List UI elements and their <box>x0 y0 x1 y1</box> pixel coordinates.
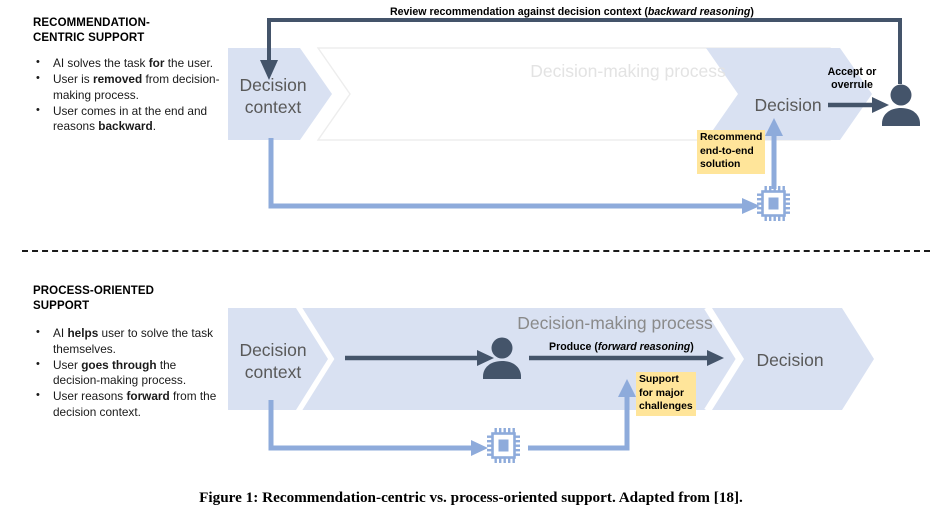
panel-top-diagram: Decision context Decision-making process… <box>228 18 920 221</box>
bullet-text: User reasons <box>53 389 127 404</box>
chevron-decision-context-bottom <box>228 308 328 410</box>
produce-forward-reasoning-label: Produce (forward reasoning) <box>549 341 694 353</box>
context-to-user-arrow-head <box>477 350 494 366</box>
produce-arrow-head <box>707 350 724 366</box>
bullet-item: User reasons forward from the decision c… <box>30 388 225 420</box>
chevron-decision-context-bottom-line1: Decision <box>239 340 306 360</box>
accept-overrule-arrow-head <box>872 97 889 113</box>
panel-bottom-heading-line2: SUPPORT <box>33 300 90 312</box>
panel-bottom-heading: PROCESS-ORIENTED SUPPORT <box>33 284 223 314</box>
bullet-text: User <box>53 357 82 372</box>
accept-overrule-label: Accept or overrule <box>820 66 884 92</box>
chevron-decision-bottom-label: Decision <box>756 350 823 370</box>
bullet-item: User goes through the decision-making pr… <box>30 357 225 389</box>
person-icon-bottom <box>483 337 521 379</box>
bullet-text: from decision-making process. <box>53 72 220 102</box>
chevron-decision-context-top-line1: Decision <box>239 75 306 95</box>
chevron-separator-1 <box>298 306 335 412</box>
ai-support-arrow-path-bottom <box>528 393 630 451</box>
bullet-text: AI solves the task <box>53 56 149 70</box>
backward-reasoning-arrow-head <box>260 60 278 80</box>
panel-top-bullet-list: AI solves the task for the user.User is … <box>30 55 220 135</box>
bullet-emphasis: forward <box>126 389 170 404</box>
figure-caption: Figure 1: Recommendation-centric vs. pro… <box>199 489 743 506</box>
bullet-text: the user. <box>164 56 213 70</box>
panel-top-heading-line1: RECOMMENDATION- <box>33 17 150 29</box>
bullet-text: AI <box>53 326 68 340</box>
backward-reasoning-label: Review recommendation against decision c… <box>390 6 754 18</box>
panel-bottom-bullet-list: AI helps user to solve the task themselv… <box>30 325 225 421</box>
bullet-text: User comes in at the end and reasons <box>53 103 208 134</box>
bullet-emphasis: goes through <box>81 357 157 372</box>
bullet-emphasis: for <box>148 56 165 70</box>
bullet-item: User is removed from decision-making pro… <box>30 71 220 103</box>
bullet-item: AI solves the task for the user. <box>30 55 220 72</box>
panel-top-heading: RECOMMENDATION- CENTRIC SUPPORT <box>33 16 213 46</box>
callout-support-bottom: Support for major challenges <box>636 372 696 416</box>
chevron-decision-context-top <box>228 48 332 140</box>
bullet-text: from the decision context. <box>53 389 217 419</box>
ai-input-arrow-path-top <box>268 138 745 209</box>
ai-recommend-arrow-head-top <box>765 118 783 136</box>
bullet-text: the decision-making process. <box>53 357 187 388</box>
panel-bottom-heading-line1: PROCESS-ORIENTED <box>33 285 155 297</box>
bullet-item: AI helps user to solve the task themselv… <box>30 325 225 357</box>
bullet-text: User is <box>53 72 93 87</box>
person-icon-top <box>882 84 920 126</box>
bullet-emphasis: backward <box>98 119 153 134</box>
chevron-decision-top <box>706 48 872 140</box>
chevron-decision-top-label: Decision <box>754 95 821 115</box>
bullet-emphasis: helps <box>67 326 99 340</box>
ai-input-arrow-head-bottom <box>471 440 488 456</box>
chevron-process-top-label: Decision-making process <box>530 61 726 81</box>
chevron-process-bottom-label: Decision-making process <box>517 313 713 333</box>
chevron-separator-2 <box>704 306 741 412</box>
chip-icon-bottom <box>487 428 520 463</box>
accept-overrule-label-line1: Accept or <box>827 66 877 78</box>
callout-recommend-top: Recommend end-to-end solution <box>697 130 765 174</box>
bullet-emphasis: removed <box>92 72 143 87</box>
panel-bottom-diagram: Decision context Decision-making process… <box>228 306 874 463</box>
chevron-decision-context-bottom-line2: context <box>245 362 302 382</box>
bullet-text: user to solve the task themselves. <box>53 326 213 356</box>
ai-support-arrow-head-bottom <box>618 379 636 397</box>
accept-overrule-label-line2: overrule <box>831 79 873 91</box>
panel-top-heading-line2: CENTRIC SUPPORT <box>33 32 145 44</box>
bullet-text: . <box>152 119 156 134</box>
panel-divider <box>22 250 930 252</box>
ai-input-arrow-path-bottom <box>268 400 474 451</box>
bullet-item: User comes in at the end and reasons bac… <box>30 103 220 135</box>
backward-reasoning-arrow-path <box>267 18 902 84</box>
ai-input-arrow-head-top <box>742 198 760 214</box>
chevron-decision-context-top-line2: context <box>245 97 302 117</box>
chevron-decision-bottom <box>712 308 874 410</box>
chip-icon-top <box>757 186 790 221</box>
